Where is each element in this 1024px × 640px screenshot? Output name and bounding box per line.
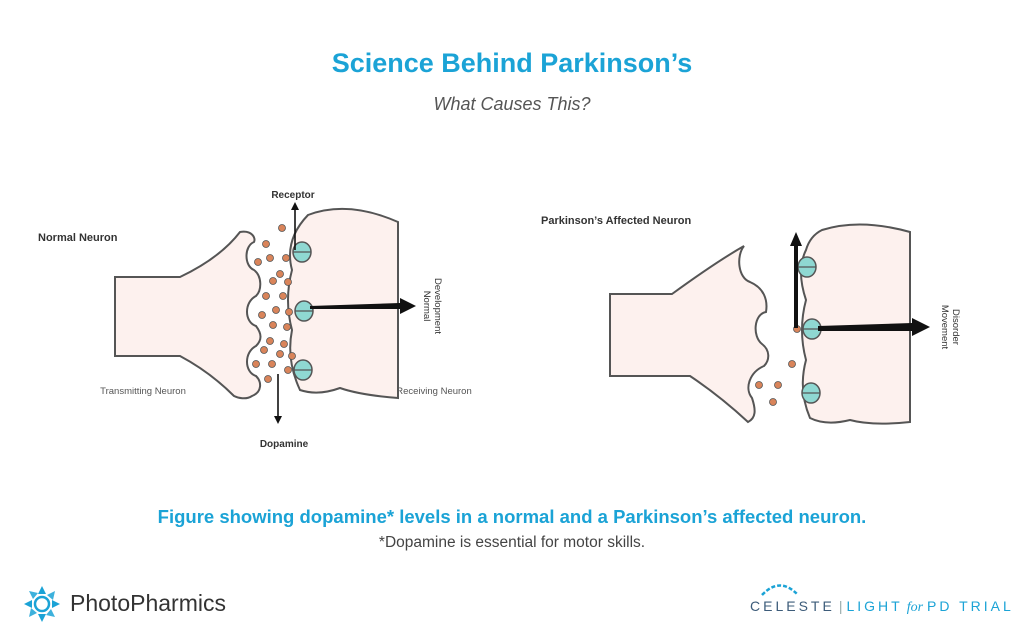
receptor-label: Receptor (271, 190, 314, 201)
affected-receptor-1 (797, 256, 817, 278)
movement-disorder-line2: Disorder (950, 309, 961, 345)
affected-receptor-arrow (790, 232, 802, 328)
movement-disorder-label: Movement Disorder (939, 305, 961, 350)
normal-development-line2: Development (432, 278, 443, 334)
transmitting-neuron-label: Transmitting Neuron (100, 386, 186, 397)
celeste-brand: CELESTE (750, 598, 835, 614)
dopamine-particles-affected (755, 325, 801, 406)
photopharmics-logo-icon (24, 586, 60, 622)
receptor-2 (294, 300, 314, 322)
receptor-3 (293, 359, 313, 381)
page-title: Science Behind Parkinson’s (331, 48, 693, 78)
dopamine-particles-normal (252, 224, 296, 383)
affected-receptor-3 (801, 382, 821, 404)
normal-neuron-panel: Normal Neuron (38, 190, 472, 450)
normal-development-line1: Normal (421, 291, 432, 322)
normal-neuron-title: Normal Neuron (38, 232, 118, 244)
celeste-separator: | (838, 598, 843, 614)
receiving-neuron-label: Receiving Neuron (396, 386, 472, 397)
receptor-1 (292, 241, 312, 263)
figure-footnote: *Dopamine is essential for motor skills. (378, 534, 646, 551)
celeste-logo-icon (761, 584, 799, 596)
figure-caption: Figure showing dopamine* levels in a nor… (157, 506, 867, 527)
photopharmics-wordmark: PhotoPharmics (70, 590, 226, 616)
celeste-for: for (906, 600, 924, 615)
affected-neuron-title: Parkinson’s Affected Neuron (541, 215, 691, 227)
celeste-pd-trial: PD TRIAL (927, 598, 1014, 614)
movement-disorder-line1: Movement (939, 305, 950, 350)
receiving-neuron-shape (287, 207, 399, 400)
normal-development-label: Normal Development (421, 278, 443, 334)
page-subtitle: What Causes This? (433, 94, 591, 114)
celeste-light: LIGHT (846, 598, 903, 614)
normal-development-arrow (310, 298, 416, 314)
dopamine-label: Dopamine (260, 439, 309, 450)
affected-neuron-panel: Parkinson’s Affected Neuron (541, 215, 961, 425)
affected-transmitting-neuron-shape (609, 245, 770, 424)
transmitting-neuron-shape (114, 230, 262, 400)
movement-disorder-arrow (818, 318, 930, 336)
